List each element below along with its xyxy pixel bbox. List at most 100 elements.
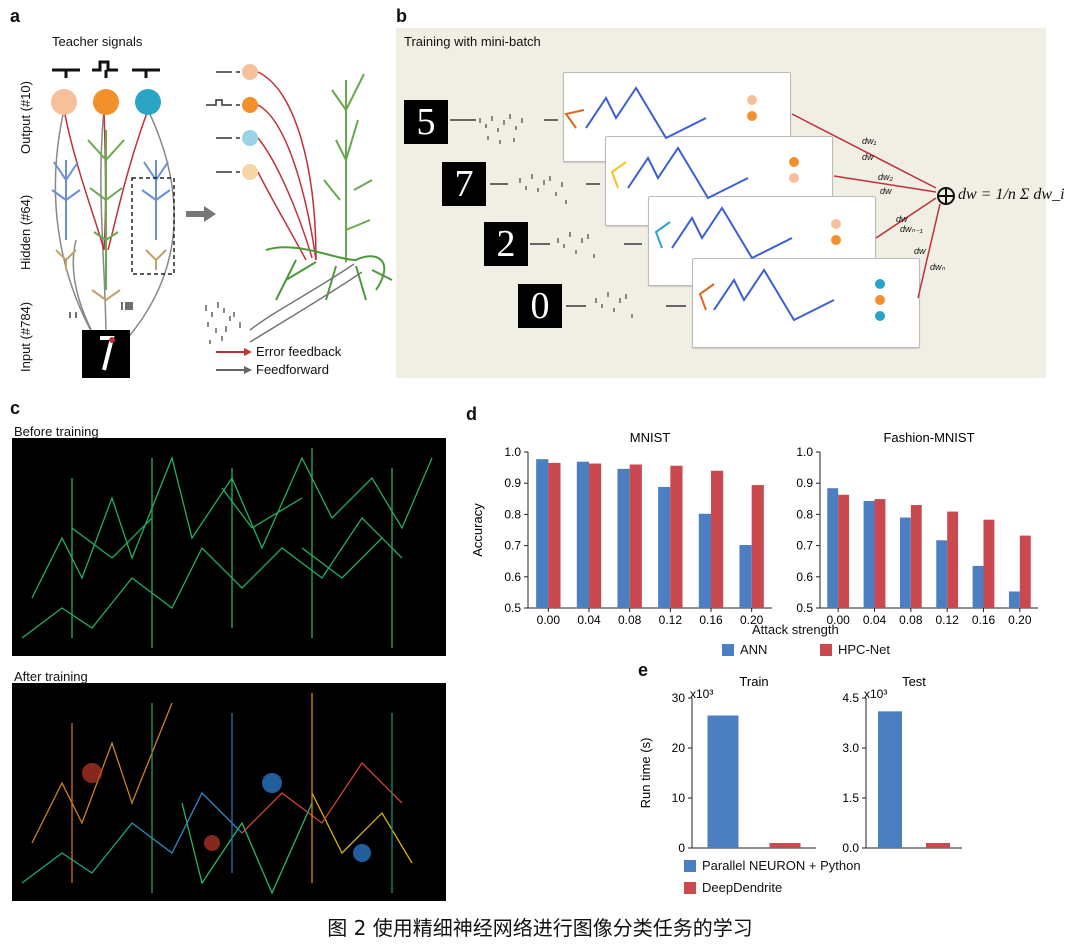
dwn-1-label: dwₙ₋₁ [900,224,923,234]
panel-c-letter: c [10,398,21,418]
bar-hpc-net [1019,535,1031,608]
y-tick-label: 0.7 [796,539,813,553]
x-tick-label: 0.12 [659,613,683,627]
bar-ann [536,459,549,608]
figure-caption: 图 2 使用精细神经网络进行图像分类任务的学习 [327,916,753,940]
legend-swatch-parallel [684,860,696,872]
output-neuron-2 [93,89,119,115]
panel-d-letter: d [466,404,477,424]
chart-title: Fashion-MNIST [883,430,974,445]
bar-hpc-net [751,485,764,608]
y-tick-label: 0.5 [504,601,521,615]
x-tick-label: 0.08 [618,613,642,627]
dw1-label: dw₁ [862,136,877,146]
y-tick-label: 10 [672,791,686,805]
y-tick-label: 0 [678,841,685,855]
y-axis-label: Run time (s) [638,738,653,809]
bar-ann [658,486,671,608]
dw-label-3: dw [896,214,908,224]
x-tick-label: 0.16 [972,613,996,627]
panel-b-letter: b [396,6,407,26]
x-tick-label: 0.04 [863,613,887,627]
x-tick-label: 0.08 [899,613,923,627]
digit-2: 2 [484,222,528,266]
zoom-box [131,177,175,275]
legend-error-feedback: Error feedback [256,344,342,359]
chart-title: Train [739,674,768,689]
network-diagram [51,60,393,374]
y-tick-label: 0.6 [504,570,521,584]
legend-swatch-ann [722,644,734,656]
teacher-signals-label: Teacher signals [52,34,143,49]
legend-deepdendrite: DeepDendrite [702,880,783,895]
x-tick-label: 0.12 [935,613,959,627]
x-tick-label: 0.20 [1008,613,1032,627]
after-training-label: After training [14,669,88,684]
axis-multiplier: x10³ [690,687,713,701]
bar-ann [698,513,711,608]
bar-runtime [878,711,902,848]
panel-a-letter: a [10,6,21,26]
legend-ann: ANN [740,642,768,657]
dw2-label: dw₂ [878,172,893,182]
bar-hpc-net [548,462,561,608]
y-tick-label: 0.8 [796,507,813,521]
x-tick-label: 0.00 [826,613,850,627]
bar-hpc-net [711,470,724,608]
y-tick-label: 0.9 [796,476,813,490]
bar-runtime [926,843,950,848]
layer-label-input: Input (#784) [18,301,33,372]
legend-swatch-hpc [820,644,832,656]
legend-parallel-neuron: Parallel NEURON + Python [702,858,861,873]
y-tick-label: 0.8 [504,507,521,521]
minibatch-diagram [450,86,955,322]
bar-hpc-net [838,494,850,608]
output-neuron-3 [135,89,161,115]
x-tick-label: 0.16 [699,613,723,627]
bar-hpc-net [589,463,602,608]
bar-hpc-net [983,519,995,608]
x-tick-label: 0.00 [537,613,561,627]
y-axis-label: Accuracy [470,503,485,557]
teacher-signal-marks [52,60,160,78]
before-training-label: Before training [14,424,99,439]
x-tick-label: 0.04 [577,613,601,627]
y-tick-label: 0.6 [796,570,813,584]
input-digit-image [82,330,130,378]
y-tick-label: 20 [672,741,686,755]
output-neuron-1 [51,89,77,115]
bar-ann [936,540,948,608]
legend-hpc-net: HPC-Net [838,642,891,657]
y-tick-label: 0.9 [504,476,521,490]
dwn-label: dwₙ [930,262,946,272]
y-tick-label: 0.7 [504,539,521,553]
bar-runtime [707,715,739,848]
bar-ann [739,544,752,608]
before-training-image [12,438,446,656]
y-tick-label: 30 [672,691,686,705]
dw-label-2: dw [880,186,892,196]
bar-ann [1008,591,1020,608]
bar-hpc-net [947,511,959,608]
update-equation: dw = 1/n Σ dw_i [958,186,1065,203]
bar-hpc-net [874,499,886,608]
chart-title: MNIST [630,430,671,445]
legend-feedforward: Feedforward [256,362,329,377]
minibatch-title: Training with mini-batch [404,34,541,49]
y-tick-label: 1.5 [842,791,859,805]
digit-5: 5 [404,100,448,144]
layer-label-output: Output (#10) [18,81,33,154]
digit-0: 0 [518,284,562,328]
y-tick-label: 3.0 [842,741,859,755]
bar-ann [827,488,839,608]
y-tick-label: 1.0 [796,445,813,459]
bar-ann [863,500,875,608]
y-tick-label: 1.0 [504,445,521,459]
attack-strength-label: Attack strength [752,622,839,637]
y-tick-label: 0.5 [796,601,813,615]
panel-e-letter: e [638,660,649,680]
dw-label-1: dw [862,152,874,162]
bar-hpc-net [629,464,642,608]
legend-swatch-deepdendrite [684,882,696,894]
